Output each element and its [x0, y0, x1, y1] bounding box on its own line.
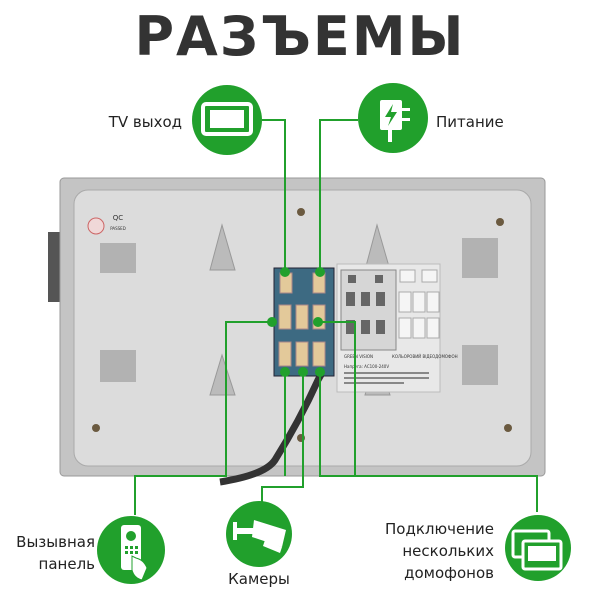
svg-text:КОЛЬОРОВИЙ ВІДЕОДОМОФОН: КОЛЬОРОВИЙ ВІДЕОДОМОФОН [392, 354, 458, 359]
door-panel-callout: Вызывная панель [16, 516, 165, 584]
svg-text:домофонов: домофонов [404, 564, 494, 582]
svg-text:панель: панель [39, 555, 95, 573]
power-callout: Питание [358, 83, 504, 153]
multi-intercom-callout: Подключение нескольких домофонов [385, 515, 571, 582]
tv-callout: TV выход [108, 85, 262, 155]
svg-text:Вызывная: Вызывная [16, 533, 95, 551]
svg-text:QC: QC [113, 214, 124, 222]
page-title: РАЗЪЕМЫ [134, 5, 465, 68]
svg-text:GREEN VISION: GREEN VISION [344, 354, 373, 359]
svg-text:Напруга: AC100-240V: Напруга: AC100-240V [344, 364, 389, 369]
vent-grilles [100, 238, 498, 385]
svg-text:Подключение: Подключение [385, 520, 494, 538]
svg-text:PASSED: PASSED [110, 226, 126, 231]
qc-sticker: QC PASSED [87, 214, 126, 235]
power-adapter-icon [380, 100, 410, 142]
monitors-icon [511, 529, 563, 571]
svg-text:нескольких: нескольких [402, 542, 494, 560]
svg-text:Камеры: Камеры [228, 570, 290, 588]
tv-label: TV выход [108, 113, 182, 131]
tv-icon [201, 102, 253, 136]
door-panel-icon [121, 525, 148, 581]
cameras-callout: Камеры [226, 501, 292, 588]
leader-lines [134, 119, 538, 515]
intercom-back-panel: QC PASSED GREEN VISION КОЛЬОРОВИЙ ВІДЕОД… [48, 177, 546, 486]
cctv-camera-icon [233, 520, 286, 553]
power-label: Питание [436, 113, 504, 131]
